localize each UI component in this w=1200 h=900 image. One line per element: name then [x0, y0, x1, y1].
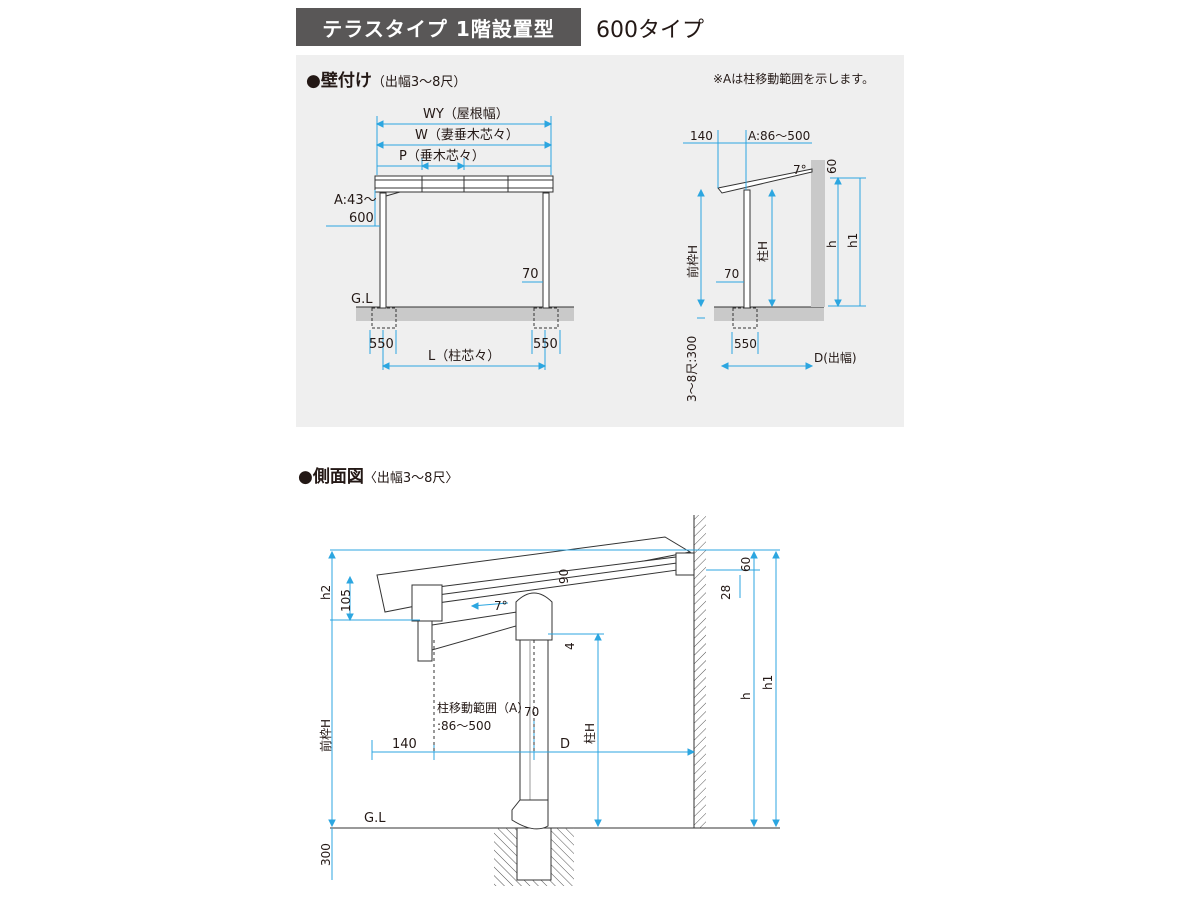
large-range1-label: 柱移動範囲（A）	[437, 700, 529, 715]
small-roof	[717, 168, 813, 194]
large-90-label: 90	[557, 569, 571, 584]
small-a-label: A:86～500	[748, 129, 810, 143]
front-post-label: 70	[522, 267, 539, 282]
side-view-small: 140 A:86～500 7° 60 前枠H 柱H h h1 70 550 3～…	[683, 129, 866, 402]
column-range-note: ※Aは柱移動範囲を示します。	[713, 72, 875, 86]
header-tag: テラスタイプ 1階設置型	[296, 8, 581, 46]
small-post-h-label: 柱H	[755, 241, 770, 262]
large-post-label: 70	[524, 705, 539, 719]
large-h-label: h	[739, 692, 753, 700]
small-found-label: 550	[734, 337, 757, 351]
wall-mount-title-text: ●壁付け	[306, 71, 372, 91]
small-140-label: 140	[690, 129, 713, 143]
front-gl-label: G.L	[351, 292, 373, 307]
large-h2-label: h2	[319, 585, 333, 600]
small-post	[743, 189, 751, 309]
side-view-title-text: ●側面図	[298, 467, 364, 487]
large-beam	[431, 609, 531, 651]
small-h-label: h	[825, 240, 839, 248]
large-60-label: 60	[739, 557, 753, 572]
front-post-left	[379, 192, 387, 309]
large-front-h-label: 前枠H	[318, 719, 333, 752]
front-w-label: W（妻垂木芯々）	[415, 128, 519, 143]
small-depth-label: 3～8尺:300	[685, 336, 699, 402]
wall-mount-subtitle: （出幅3～8尺）	[371, 75, 467, 90]
large-post-head	[515, 592, 553, 641]
front-view: WY（屋根幅） W（妻垂木芯々） P（垂木芯々） A:43～ 600 70 G.…	[326, 107, 574, 370]
front-l-label: L（柱芯々）	[428, 349, 500, 364]
wall-mount-title: ●壁付け（出幅3～8尺）	[306, 66, 466, 91]
front-a1-label: A:43～	[334, 193, 377, 208]
front-ground	[356, 307, 574, 321]
large-front-frame	[411, 584, 443, 622]
front-a2-label: 600	[349, 211, 374, 226]
side-view-title: ●側面図〈出幅3～8尺〉	[298, 462, 458, 487]
large-range2-label: :86～500	[437, 719, 491, 733]
small-60-label: 60	[825, 159, 839, 174]
large-140-label: 140	[392, 737, 417, 752]
front-p-label: P（垂木芯々）	[399, 149, 485, 164]
large-post-h-label: 柱H	[582, 723, 597, 744]
small-d-label: D(出幅)	[814, 350, 857, 365]
large-4-label: 4	[563, 642, 577, 650]
large-gl-label: G.L	[364, 811, 386, 826]
small-wall	[811, 160, 825, 307]
large-300-label: 300	[319, 843, 333, 866]
small-front-h-label: 前枠H	[685, 245, 700, 278]
large-d-label: D	[560, 737, 570, 752]
small-post-label: 70	[724, 267, 739, 281]
large-angle-label: 7°	[494, 599, 508, 613]
large-wall	[694, 515, 706, 828]
front-found-left-label: 550	[369, 337, 394, 352]
large-28-label: 28	[719, 585, 733, 600]
side-view-subtitle: 〈出幅3～8尺〉	[363, 471, 459, 486]
front-post-right	[542, 192, 550, 309]
large-105-label: 105	[339, 589, 353, 612]
front-wy-label: WY（屋根幅）	[423, 107, 509, 122]
small-angle-label: 7°	[793, 163, 807, 177]
small-h1-label: h1	[846, 233, 860, 248]
front-found-right-label: 550	[533, 337, 558, 352]
wall-mount-panel	[296, 55, 904, 427]
type-label: 600タイプ	[596, 18, 704, 43]
side-view-large: h2 105 90 60 28 7° 4 柱移動範囲（A） :86～500 70…	[318, 515, 780, 886]
large-h1-label: h1	[761, 675, 775, 690]
